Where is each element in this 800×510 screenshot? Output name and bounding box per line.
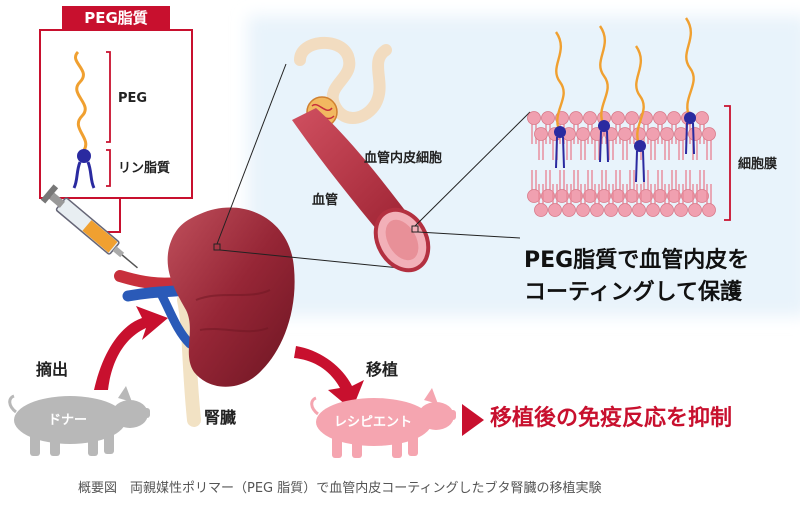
zoom-line-b (219, 249, 401, 269)
donor-label: ドナー (48, 413, 88, 428)
lipid-label: リン脂質 (118, 161, 171, 176)
transplant-label: 移植 (366, 360, 399, 379)
lipid-head (695, 189, 709, 203)
transplant-arrow (294, 346, 364, 410)
lipid-head (527, 111, 541, 125)
membrane-bracket (724, 105, 731, 221)
peg-lipid-tail (635, 150, 645, 183)
peg-chain (554, 31, 565, 133)
peg-lipid-head (634, 140, 646, 152)
zoom-line-d (417, 231, 521, 239)
lipid-head (576, 127, 590, 141)
lipid-head (576, 203, 590, 217)
lipid-head (604, 203, 618, 217)
lipid-head (611, 189, 625, 203)
peg-lipid-head (554, 126, 566, 138)
lipid-head (667, 111, 681, 125)
lipid-head (660, 127, 674, 141)
lipid-head (527, 189, 541, 203)
lipid-head (618, 127, 632, 141)
protection-line1: PEG脂質で血管内皮を (524, 248, 750, 273)
lipid-head (681, 189, 695, 203)
lipid-head (667, 189, 681, 203)
peg-lipid-head (598, 120, 610, 132)
extraction-label: 摘出 (36, 360, 69, 379)
lipid-head (590, 203, 604, 217)
cell-membrane-label: 細胞膜 (738, 157, 778, 172)
recipient-pig (310, 388, 456, 458)
lipid-head (611, 111, 625, 125)
membrane-bilayer (527, 17, 716, 217)
lipid-tail-icon (72, 161, 96, 189)
lipid-head (625, 111, 639, 125)
kidney-label: 腎臓 (204, 408, 237, 427)
lipid-head (646, 203, 660, 217)
lipid-head (639, 189, 653, 203)
lipid-head (583, 189, 597, 203)
lipid-head (632, 203, 646, 217)
donor-pig (8, 386, 150, 456)
vessel-lumen (385, 219, 419, 261)
lipid-head (688, 203, 702, 217)
lipid-head (702, 127, 716, 141)
legend-connector (106, 198, 121, 233)
peg-chain (634, 45, 645, 147)
peg-lipid-head (684, 112, 696, 124)
lipid-head (674, 203, 688, 217)
extraction-arrow (94, 306, 168, 390)
lipid-head (618, 203, 632, 217)
lipid-head (555, 189, 569, 203)
lipid-head (534, 203, 548, 217)
protection-line2: コーティングして保護 (524, 280, 743, 305)
lipid-head (562, 203, 576, 217)
lipid-head (660, 203, 674, 217)
lipid-head (541, 111, 555, 125)
kidney-lobe-line (195, 289, 271, 333)
zoom-line-c (414, 111, 531, 227)
result-arrow (462, 404, 484, 436)
lipid-head-icon (77, 149, 91, 163)
lipid-head (625, 189, 639, 203)
endothelial-cells-label: 血管内皮細胞 (364, 151, 443, 166)
zoom-line-a (216, 63, 287, 245)
peg-bracket (106, 51, 111, 143)
renal-vein-down (155, 287, 195, 349)
lipid-head (548, 203, 562, 217)
lipid-head (646, 127, 660, 141)
vessel-tube (292, 108, 420, 236)
lipid-head (597, 189, 611, 203)
lipid-head (702, 203, 716, 217)
lipid-head (653, 189, 667, 203)
lipid-head (695, 111, 709, 125)
peg-chain-icon (74, 50, 88, 151)
lipid-head (583, 111, 597, 125)
lipid-head (569, 189, 583, 203)
legend-title: PEG脂質 (62, 6, 170, 30)
kidney-shape (167, 207, 295, 387)
peg-lipid-tail (599, 130, 609, 163)
peg-chain (684, 17, 695, 119)
lipid-bracket (106, 149, 111, 187)
lipid-head (688, 127, 702, 141)
result-message: 移植後の免疫反応を抑制 (490, 406, 733, 431)
peg-lipid-tail (685, 122, 695, 155)
peg-lipid-tail (555, 136, 565, 169)
recipient-label: レシピエント (334, 415, 413, 430)
peg-label: PEG (118, 91, 148, 106)
lipid-head (541, 189, 555, 203)
lipid-head (534, 127, 548, 141)
blood-vessel-label: 血管 (312, 193, 339, 208)
syringe-icon (40, 184, 138, 269)
caption: 概要図 両親媒性ポリマー（PEG 脂質）で血管内皮コーティングしたブタ腎臓の移植… (78, 481, 602, 496)
lipid-head (653, 111, 667, 125)
legend-box (39, 29, 193, 199)
lipid-head (569, 111, 583, 125)
peg-chain (598, 25, 609, 127)
